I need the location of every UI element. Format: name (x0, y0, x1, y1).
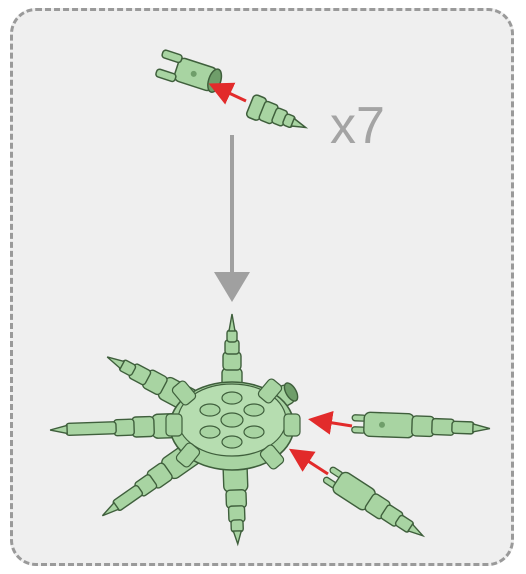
incoming-subassembly-icon (322, 466, 426, 538)
down-arrow-icon (214, 135, 250, 302)
hub-plate-icon (165, 378, 301, 471)
attach-arrow-icon (208, 82, 247, 105)
incoming-subassembly-icon (351, 411, 491, 439)
stud-icon (199, 391, 265, 449)
star-assembly (49, 313, 491, 547)
spike-piece-icon (245, 94, 309, 129)
clip-ring-icon (165, 378, 301, 470)
quantity-multiplier-label: x7 (330, 97, 385, 155)
attach-arrow-icon (288, 448, 329, 476)
subassembly-parts (155, 49, 309, 129)
attach-arrow-icon (308, 410, 353, 435)
clip-piece-icon (155, 49, 223, 93)
